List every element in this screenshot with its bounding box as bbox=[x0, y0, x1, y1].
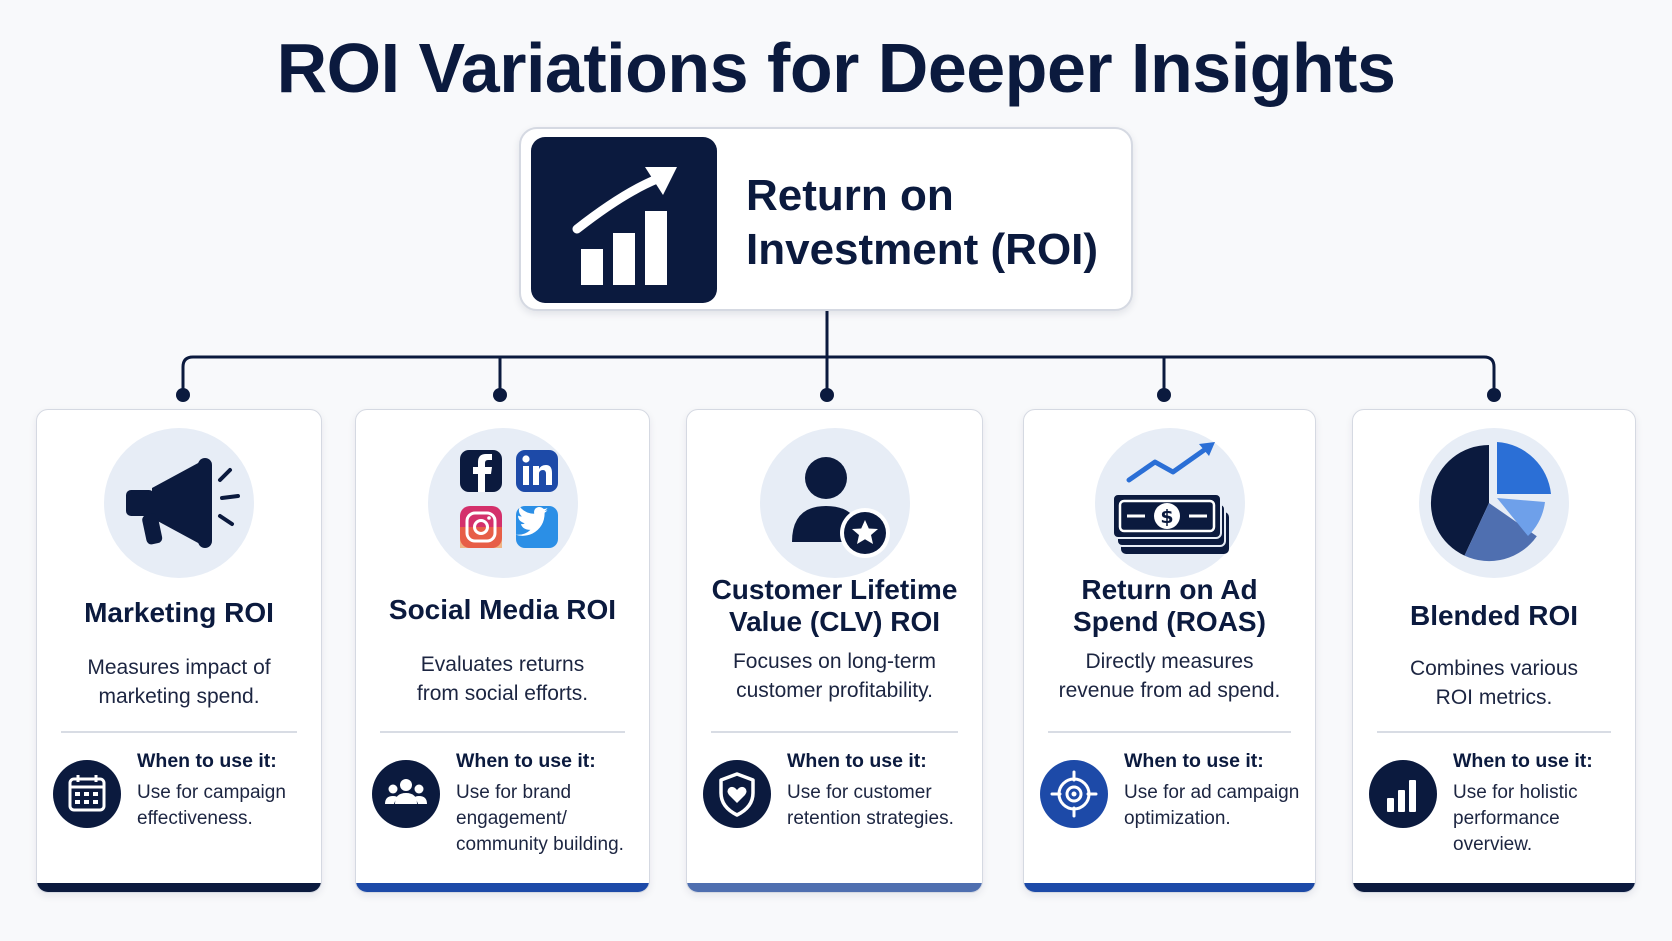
connector-node bbox=[176, 388, 190, 402]
pie-chart-icon bbox=[1419, 428, 1569, 578]
target-icon bbox=[1040, 760, 1108, 828]
connector-node bbox=[1157, 388, 1171, 402]
card-roas: $ Return on Ad Spend (ROAS) Directly mea… bbox=[1023, 409, 1316, 893]
growth-chart-icon bbox=[531, 137, 717, 303]
facebook-icon bbox=[459, 450, 502, 492]
user-star-icon bbox=[759, 428, 910, 578]
card-divider bbox=[1048, 731, 1291, 733]
card-description: Measures impact of marketing spend. bbox=[87, 656, 271, 708]
connector-node bbox=[493, 388, 507, 402]
when-to-use-heading: When to use it: bbox=[1124, 750, 1264, 772]
card-divider bbox=[380, 731, 625, 733]
megaphone-icon bbox=[104, 428, 254, 578]
twitter-icon bbox=[514, 506, 558, 548]
card-divider bbox=[1377, 731, 1611, 733]
card-title: Blended ROI bbox=[1409, 600, 1578, 631]
when-to-use-text: Use for brand engagement/ community buil… bbox=[456, 782, 624, 855]
card-title: Social Media ROI bbox=[388, 594, 617, 625]
card-accent-bar bbox=[1353, 883, 1635, 892]
connector-node bbox=[1487, 388, 1501, 402]
card-social-media-roi: Social Media ROI Evaluates returns from … bbox=[355, 409, 650, 893]
linkedin-icon bbox=[515, 450, 558, 492]
svg-text:$: $ bbox=[1160, 506, 1173, 528]
card-divider bbox=[711, 731, 958, 733]
card-description: Combines various ROI metrics. bbox=[1409, 657, 1579, 709]
card-description: Evaluates returns from social efforts. bbox=[416, 653, 589, 705]
shield-heart-icon bbox=[703, 760, 771, 828]
money-trend-icon: $ bbox=[1094, 428, 1245, 578]
card-accent-bar bbox=[356, 883, 649, 892]
card-title: Customer Lifetime Value (CLV) ROI bbox=[711, 574, 958, 637]
card-accent-bar bbox=[1024, 883, 1315, 892]
when-to-use-heading: When to use it: bbox=[137, 750, 277, 772]
root-roi-card: Return on Investment (ROI) bbox=[519, 127, 1133, 311]
instagram-icon bbox=[459, 506, 502, 548]
card-description: Focuses on long-term customer profitabil… bbox=[732, 650, 937, 702]
when-to-use-heading: When to use it: bbox=[1453, 750, 1593, 772]
card-title: Return on Ad Spend (ROAS) bbox=[1073, 574, 1266, 637]
connector-node bbox=[820, 388, 834, 402]
social-media-icons bbox=[427, 428, 578, 578]
when-to-use-heading: When to use it: bbox=[787, 750, 927, 772]
card-description: Directly measures revenue from ad spend. bbox=[1058, 650, 1281, 702]
card-marketing-roi: Marketing ROI Measures impact of marketi… bbox=[36, 409, 322, 893]
card-clv-roi: Customer Lifetime Value (CLV) ROI Focuse… bbox=[686, 409, 983, 893]
card-title: Marketing ROI bbox=[84, 597, 274, 628]
bar-chart-icon bbox=[1369, 760, 1437, 828]
page-title: ROI Variations for Deeper Insights bbox=[276, 29, 1396, 107]
calendar-icon bbox=[53, 760, 121, 828]
card-accent-bar bbox=[687, 883, 982, 892]
card-accent-bar bbox=[37, 883, 321, 892]
when-to-use-text: Use for campaign effectiveness. bbox=[137, 782, 286, 829]
when-to-use-text: Use for ad campaign optimization. bbox=[1124, 782, 1300, 829]
when-to-use-text: Use for customer retention strategies. bbox=[787, 782, 954, 829]
card-blended-roi: Blended ROI Combines various ROI metrics… bbox=[1352, 409, 1636, 893]
when-to-use-heading: When to use it: bbox=[456, 750, 596, 772]
when-to-use-text: Use for holistic performance overview. bbox=[1453, 782, 1578, 855]
users-group-icon bbox=[372, 760, 440, 828]
root-label: Return on Investment (ROI) bbox=[746, 171, 1099, 274]
card-divider bbox=[61, 731, 297, 733]
